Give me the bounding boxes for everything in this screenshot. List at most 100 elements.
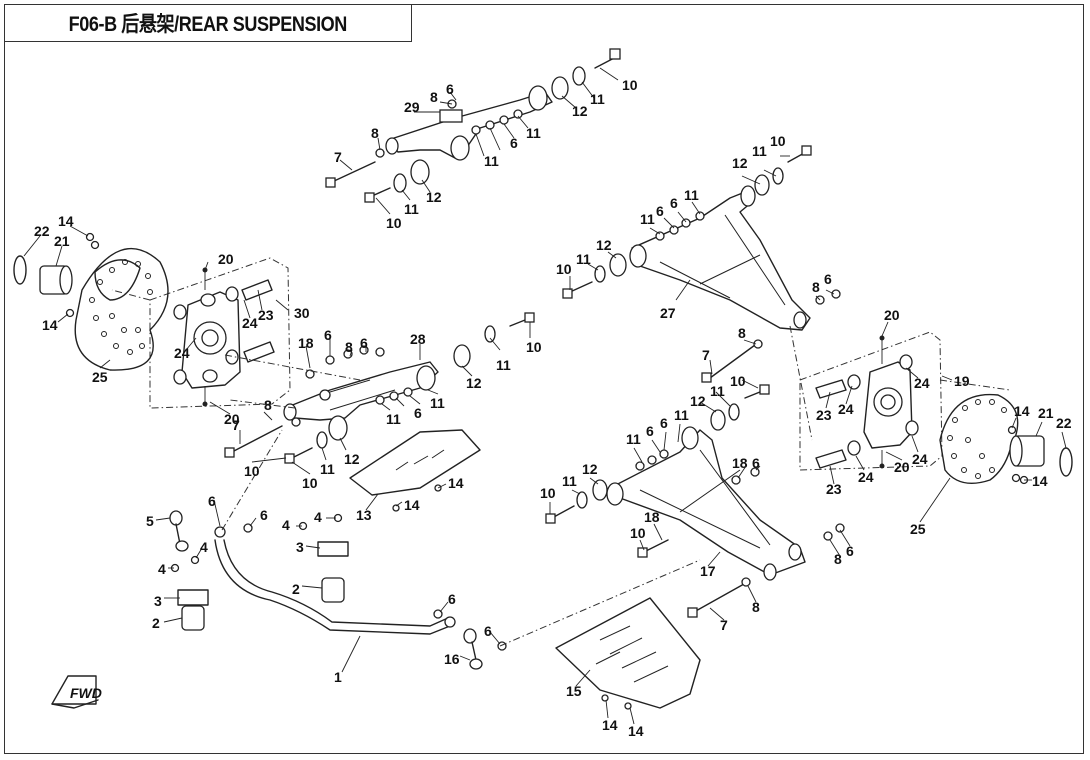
callout: 11 <box>484 153 499 169</box>
callout: 24 <box>914 375 930 391</box>
diagram-frame <box>4 4 1084 754</box>
callout: 12 <box>426 189 442 205</box>
leader-lines <box>23 67 835 673</box>
callout: 30 <box>294 305 310 321</box>
callout: 6 <box>208 493 216 509</box>
callout: 6 <box>260 507 268 523</box>
callout: 11 <box>496 357 511 373</box>
callout: 6 <box>360 335 368 351</box>
callout: 6 <box>846 543 854 559</box>
callout: 18 <box>644 509 660 525</box>
callout: 17 <box>700 563 716 579</box>
callout: 8 <box>430 89 438 105</box>
upper-arm-27-hardware <box>562 145 841 383</box>
callout: 25 <box>92 369 108 385</box>
callout: 4 <box>158 561 166 577</box>
callout: 10 <box>730 373 746 389</box>
callout: 14 <box>448 475 464 491</box>
callout: 5 <box>146 513 154 529</box>
skid-plate-15 <box>555 597 701 710</box>
callout: 10 <box>244 463 260 479</box>
callout: 24 <box>858 469 874 485</box>
callout: 12 <box>466 375 482 391</box>
callout: 6 <box>324 327 332 343</box>
callout: 14 <box>404 497 420 513</box>
callout: 6 <box>646 423 654 439</box>
skid-plate-13 <box>349 429 481 512</box>
callout: 23 <box>826 481 842 497</box>
callout: 2 <box>152 615 160 631</box>
lower-arm-17-hardware <box>545 384 845 618</box>
callout: 10 <box>556 261 572 277</box>
callout: 12 <box>344 451 360 467</box>
callout: 24 <box>174 345 190 361</box>
callout: 14 <box>42 317 58 333</box>
callout: 6 <box>660 415 668 431</box>
callout: 6 <box>656 203 664 219</box>
callout: 7 <box>232 417 240 433</box>
callout: 4 <box>314 509 322 525</box>
callout: 24 <box>242 315 258 331</box>
callout: 24 <box>838 401 854 417</box>
callout: 12 <box>596 237 612 253</box>
page-title: F06-B 后悬架/REAR SUSPENSION <box>68 13 348 36</box>
left-bearing-snapring <box>13 232 100 318</box>
callout: 4 <box>200 539 208 555</box>
callout: 22 <box>1056 415 1072 431</box>
left-brake-disc <box>74 247 169 371</box>
callout: 23 <box>816 407 832 423</box>
left-knuckle-assembly <box>149 257 291 409</box>
callout: 28 <box>410 331 426 347</box>
callout: 27 <box>660 305 676 321</box>
callout: 8 <box>812 279 820 295</box>
callout: 10 <box>302 475 318 491</box>
callout: 3 <box>154 593 162 609</box>
callout: 15 <box>566 683 582 699</box>
stabilizer-bushings <box>170 513 349 631</box>
callout: 6 <box>484 623 492 639</box>
callout: 11 <box>710 383 725 399</box>
callout: 4 <box>282 517 290 533</box>
callout: 7 <box>702 347 710 363</box>
callout: 6 <box>446 81 454 97</box>
callout: 20 <box>884 307 900 323</box>
right-knuckle-assembly <box>799 331 943 471</box>
callout: 25 <box>910 521 926 537</box>
callout: 7 <box>720 617 728 633</box>
callout: 11 <box>684 187 699 203</box>
callout: 12 <box>732 155 748 171</box>
callout: 14 <box>1032 473 1048 489</box>
callout: 3 <box>296 539 304 555</box>
callout: 11 <box>752 143 767 159</box>
leader-lines-right <box>549 321 1067 725</box>
callout: 10 <box>622 77 638 93</box>
callout: 10 <box>540 485 556 501</box>
fwd-arrow: FWD <box>51 675 102 709</box>
callout: 8 <box>371 125 379 141</box>
lower-arm-28 <box>283 361 439 441</box>
callout-numbers: 10 11 12 8 6 29 8 7 11 6 11 10 11 12 10 … <box>34 77 1072 739</box>
lower-arm-28-hardware <box>224 312 535 464</box>
assembly-axes <box>111 289 1011 647</box>
callout: 11 <box>590 91 605 107</box>
callout: 22 <box>34 223 50 239</box>
callout: 14 <box>602 717 618 733</box>
callout: 14 <box>58 213 74 229</box>
upper-bushings-top <box>325 48 621 203</box>
fwd-text: FWD <box>70 685 102 701</box>
callout: 8 <box>345 339 353 355</box>
stabilizer-bar <box>214 526 456 635</box>
callout: 11 <box>562 473 577 489</box>
callout: 6 <box>448 591 456 607</box>
callout: 10 <box>386 215 402 231</box>
callout: 11 <box>404 201 419 217</box>
callout: 11 <box>386 411 401 427</box>
callout: 12 <box>572 103 588 119</box>
callout: 8 <box>834 551 842 567</box>
lower-arm-17 <box>606 426 806 581</box>
right-brake-disc <box>939 393 1019 484</box>
callout: 11 <box>526 125 541 141</box>
callout: 11 <box>576 251 591 267</box>
callout: 29 <box>404 99 420 115</box>
upper-arm-27 <box>629 185 811 331</box>
